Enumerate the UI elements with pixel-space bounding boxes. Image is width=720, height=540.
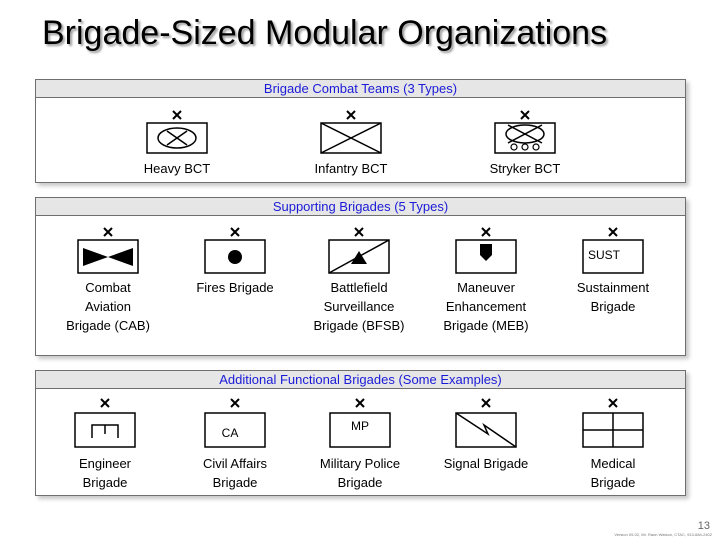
maneuver-enhancement-symbol-icon [455, 227, 517, 274]
support-panel: Supporting Brigades (5 Types) Combat Avi… [35, 197, 686, 356]
engineer-label: Engineer Brigade [78, 456, 132, 490]
surveillance-unit: Battlefield Surveillance Brigade (BFSB) [294, 224, 424, 335]
stryker-bct-symbol-icon [494, 110, 556, 154]
civil-affairs-unit: CA Civil Affairs Brigade [170, 394, 300, 492]
surveillance-symbol-icon [328, 227, 390, 274]
aviation-symbol-icon [77, 227, 139, 274]
signal-unit: Signal Brigade [421, 394, 551, 473]
civil-affairs-label: Civil Affairs Brigade [202, 456, 268, 490]
engineer-unit: Engineer Brigade [40, 394, 170, 492]
medical-label: Medical Brigade [590, 456, 636, 490]
bct-panel-header: Brigade Combat Teams (3 Types) [36, 80, 685, 98]
signal-symbol-icon [455, 398, 517, 448]
surveillance-label: Battlefield Surveillance Brigade (BFSB) [313, 280, 405, 333]
bct-panel: Brigade Combat Teams (3 Types) Heavy BCT… [35, 79, 686, 183]
heavy-bct-symbol-icon [146, 110, 208, 154]
signal-label: Signal Brigade [443, 456, 529, 471]
page-number: 13 [697, 520, 710, 532]
functional-panel-header: Additional Functional Brigades (Some Exa… [36, 371, 685, 389]
page-title: Brigade-Sized Modular Organizations [42, 14, 608, 52]
sustainment-symbol-text: SUST [588, 248, 621, 262]
infantry-bct-symbol-icon [320, 110, 382, 154]
support-panel-header: Supporting Brigades (5 Types) [36, 198, 685, 216]
heavy-bct-label: Heavy BCT [143, 161, 211, 176]
infantry-bct-unit: Infantry BCT [286, 107, 416, 178]
version-note: Version 09-02, Mr. Raun Watson, CTAC, 91… [614, 532, 712, 537]
fires-label: Fires Brigade [196, 280, 274, 295]
stryker-bct-label: Stryker BCT [489, 161, 561, 176]
military-police-unit: MP Military Police Brigade [295, 394, 425, 492]
medical-symbol-icon [582, 398, 644, 448]
sustainment-unit: SUST Sustainment Brigade [548, 224, 678, 316]
aviation-unit: Combat Aviation Brigade (CAB) [43, 224, 173, 335]
infantry-bct-label: Infantry BCT [314, 161, 388, 176]
military-police-label: Military Police Brigade [319, 456, 401, 490]
engineer-symbol-icon [74, 398, 136, 448]
military-police-symbol-icon: MP [329, 398, 391, 448]
stryker-bct-unit: Stryker BCT [460, 107, 590, 178]
sustainment-label: Sustainment Brigade [576, 280, 650, 314]
military-police-symbol-text: MP [351, 419, 369, 433]
maneuver-enhancement-label: Maneuver Enhancement Brigade (MEB) [443, 280, 529, 333]
civil-affairs-symbol-icon: CA [204, 398, 266, 448]
maneuver-enhancement-unit: Maneuver Enhancement Brigade (MEB) [421, 224, 551, 335]
fires-symbol-icon [204, 227, 266, 274]
fires-unit: Fires Brigade [170, 224, 300, 297]
functional-panel: Additional Functional Brigades (Some Exa… [35, 370, 686, 496]
aviation-label: Combat Aviation Brigade (CAB) [66, 280, 150, 333]
sustainment-symbol-icon: SUST [582, 227, 644, 274]
medical-unit: Medical Brigade [548, 394, 678, 492]
heavy-bct-unit: Heavy BCT [112, 107, 242, 178]
civil-affairs-symbol-text: CA [222, 426, 239, 440]
